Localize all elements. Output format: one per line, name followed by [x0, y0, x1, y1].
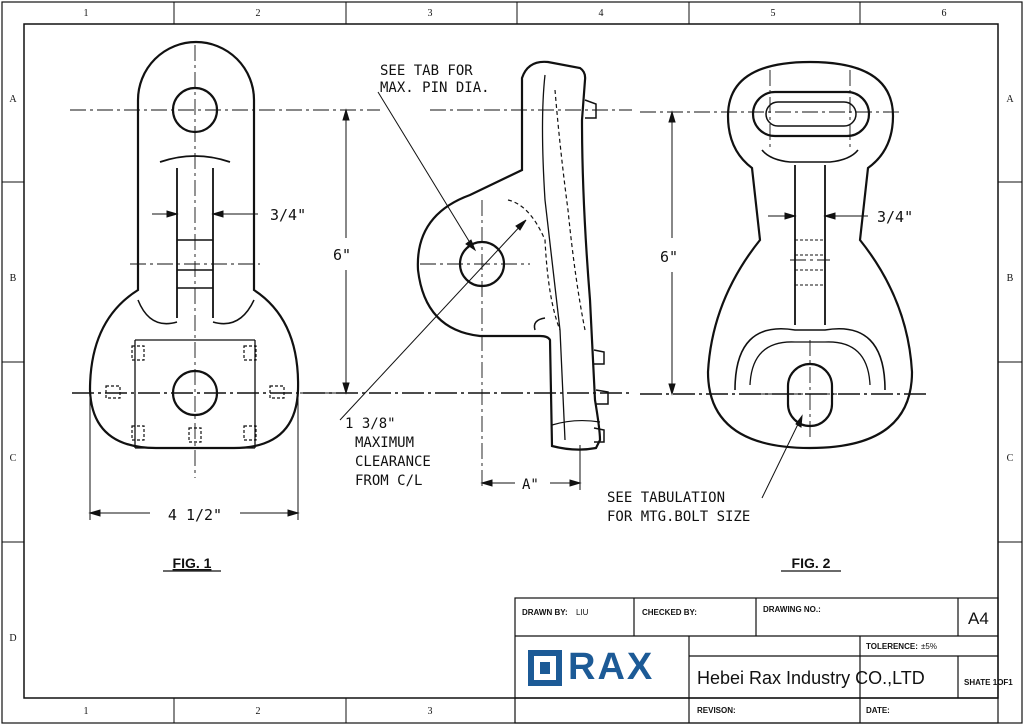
side-view-a-dim: A" — [522, 477, 539, 493]
logo-wordmark: RAX — [568, 646, 655, 688]
fig2-slot-dim: 3/4" — [877, 208, 913, 226]
zone-row-a: A — [9, 94, 17, 105]
note-clearance-line4: FROM C/L — [355, 473, 422, 489]
tolerance-label: TOLERENCE: — [866, 642, 918, 651]
drawing-no-label: DRAWING NO.: — [763, 605, 821, 614]
note-bolt-line1: SEE TABULATION — [607, 490, 725, 506]
zone-row-a-right: A — [1006, 94, 1014, 105]
zone-col-bottom-2: 2 — [256, 706, 261, 717]
rax-logo — [528, 650, 562, 686]
tolerance-value: ±5% — [921, 642, 937, 651]
note-clearance-line1: 1 3/8" — [345, 416, 396, 432]
date-label: DATE: — [866, 706, 890, 715]
note-clearance-line2: MAXIMUM — [355, 435, 414, 451]
zone-col-6: 6 — [942, 8, 947, 19]
side-view-centerlines — [420, 109, 632, 490]
fig1-height-dim: 6" — [333, 246, 351, 264]
zone-row-b: B — [10, 273, 17, 284]
zone-row-d: D — [9, 633, 16, 644]
fig1-part — [88, 40, 300, 450]
zone-row-c-right: C — [1007, 453, 1014, 464]
fig2-height-dim: 6" — [660, 248, 678, 266]
drawn-by-value: LIU — [576, 608, 589, 617]
company-name: Hebei Rax Industry CO.,LTD — [697, 668, 925, 688]
fig1-caption: FIG. 1 — [173, 555, 212, 571]
zone-col-4: 4 — [599, 8, 604, 19]
side-view-dimensions — [339, 91, 582, 490]
sheet-size: A4 — [968, 609, 989, 628]
fig2-centerlines — [640, 70, 900, 440]
zone-row-c: C — [10, 453, 17, 464]
sheet-count: SHATE 1OF1 — [964, 678, 1013, 687]
note-bolt-line2: FOR MTG.BOLT SIZE — [607, 509, 750, 525]
note-pin-line2: MAX. PIN DIA. — [380, 80, 490, 96]
fig2-caption: FIG. 2 — [792, 555, 831, 571]
zone-col-2: 2 — [256, 8, 261, 19]
fig1-centerlines — [70, 45, 380, 478]
zone-col-bottom-1: 1 — [84, 706, 89, 717]
note-pin-line1: SEE TAB FOR — [380, 63, 473, 79]
inner-frame — [23, 23, 999, 699]
zone-row-b-right: B — [1007, 273, 1014, 284]
side-view-part — [416, 60, 609, 451]
revision-label: REVISON: — [697, 706, 736, 715]
zone-col-5: 5 — [771, 8, 776, 19]
zone-col-3: 3 — [428, 8, 433, 19]
zone-col-1: 1 — [84, 8, 89, 19]
note-clearance-line3: CLEARANCE — [355, 454, 431, 470]
checked-by-label: CHECKED BY: — [642, 608, 697, 617]
fig1-dimensions — [88, 108, 350, 520]
fig2-part — [706, 60, 914, 450]
fig1-slot-dim: 3/4" — [270, 206, 306, 224]
fig1-width-dim: 4 1/2" — [168, 506, 222, 524]
drawn-by-label: DRAWN BY: — [522, 608, 568, 617]
zone-col-bottom-3: 3 — [428, 706, 433, 717]
fig2-dimensions — [668, 110, 868, 499]
title-block-grid — [514, 597, 999, 724]
